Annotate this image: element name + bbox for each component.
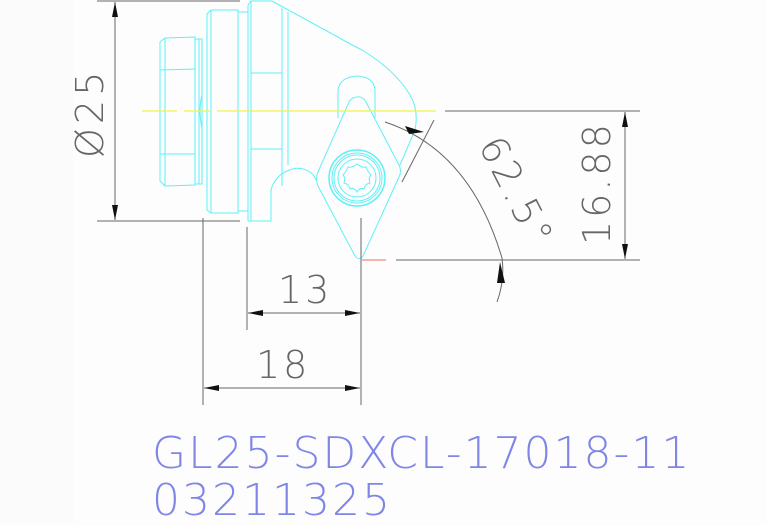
insert-rhombus [316,96,401,259]
head-body [247,0,417,222]
drawing-margin [0,0,73,523]
clamp-slot [337,75,376,118]
order-code-label: 03211325 [152,475,392,526]
length-13-label: 13 [278,268,332,312]
angle-label: 62.5° [470,129,563,255]
height-label: 16.88 [575,121,619,245]
tool-holder-geometry [159,0,417,259]
length-18-label: 18 [256,343,310,387]
torx-screw [328,149,386,207]
diameter-label: Ø25 [68,68,112,158]
part-number-label: GL25-SDXCL-17018-11 [152,428,692,479]
dimension-lines [97,0,640,405]
